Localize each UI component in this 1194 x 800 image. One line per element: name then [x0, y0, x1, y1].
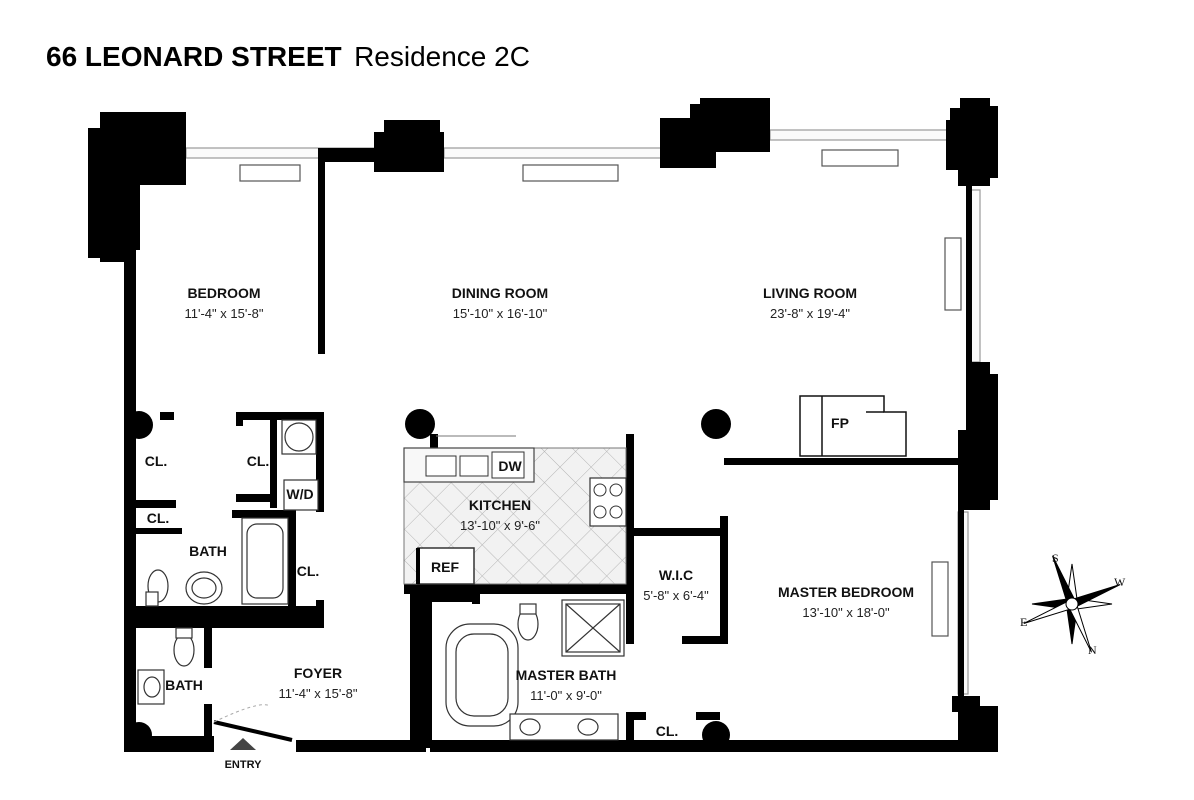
- title-unit: Residence 2C: [354, 41, 530, 72]
- closet-label-5: CL.: [656, 723, 679, 739]
- entry-door[interactable]: [213, 704, 293, 750]
- kitchen-name: KITCHEN: [469, 497, 531, 513]
- ref-label: REF: [431, 559, 459, 575]
- closet-label-4: CL.: [297, 563, 320, 579]
- wall-units: [239, 149, 962, 637]
- round-columns: [125, 409, 731, 749]
- foyer-name: FOYER: [294, 665, 342, 681]
- wd-label: W/D: [286, 486, 313, 502]
- master-bedroom-name: MASTER BEDROOM: [778, 584, 914, 600]
- dw-label: DW: [498, 458, 522, 474]
- title-address: 66 LEONARD STREET: [46, 41, 342, 72]
- compass-n: N: [1088, 643, 1097, 657]
- fireplace: [799, 395, 907, 457]
- dining-name: DINING ROOM: [452, 285, 548, 301]
- bath1-name: BATH: [189, 543, 227, 559]
- living-dim: 23'-8" x 19'-4": [770, 306, 850, 321]
- kitchen-dim: 13'-10" x 9'-6": [460, 518, 540, 533]
- dining-dim: 15'-10" x 16'-10": [453, 306, 548, 321]
- closet-label-2: CL.: [247, 453, 270, 469]
- room-labels: BEDROOM 11'-4" x 15'-8" DINING ROOM 15'-…: [145, 285, 914, 771]
- interior-walls: [136, 158, 964, 752]
- kitchen-area: [403, 435, 627, 585]
- living-name: LIVING ROOM: [763, 285, 857, 301]
- wic-dim: 5'-8" x 6'-4": [643, 588, 709, 603]
- page-title: 66 LEONARD STREET Residence 2C: [46, 41, 530, 72]
- bedroom-name: BEDROOM: [187, 285, 260, 301]
- bath2-name: BATH: [165, 677, 203, 693]
- exterior-walls: [88, 98, 998, 752]
- compass-w: W: [1114, 575, 1126, 589]
- closet-label-3: CL.: [147, 510, 170, 526]
- compass-rose: S W E N: [1020, 551, 1126, 657]
- compass-s: S: [1052, 551, 1059, 565]
- entry-label: ENTRY: [225, 759, 263, 771]
- closet-label-1: CL.: [145, 453, 168, 469]
- bath-fixtures: [137, 419, 625, 741]
- master-bedroom-dim: 13'-10" x 18'-0": [802, 605, 890, 620]
- master-bath-dim: 11'-0" x 9'-0": [530, 688, 602, 703]
- bedroom-dim: 11'-4" x 15'-8": [185, 306, 264, 321]
- entry-arrow-icon: [230, 738, 256, 750]
- wic-name: W.I.C: [659, 567, 693, 583]
- compass-e: E: [1020, 615, 1027, 629]
- foyer-dim: 11'-4" x 15'-8": [279, 686, 358, 701]
- fp-label: FP: [831, 415, 849, 431]
- master-bath-name: MASTER BATH: [516, 667, 617, 683]
